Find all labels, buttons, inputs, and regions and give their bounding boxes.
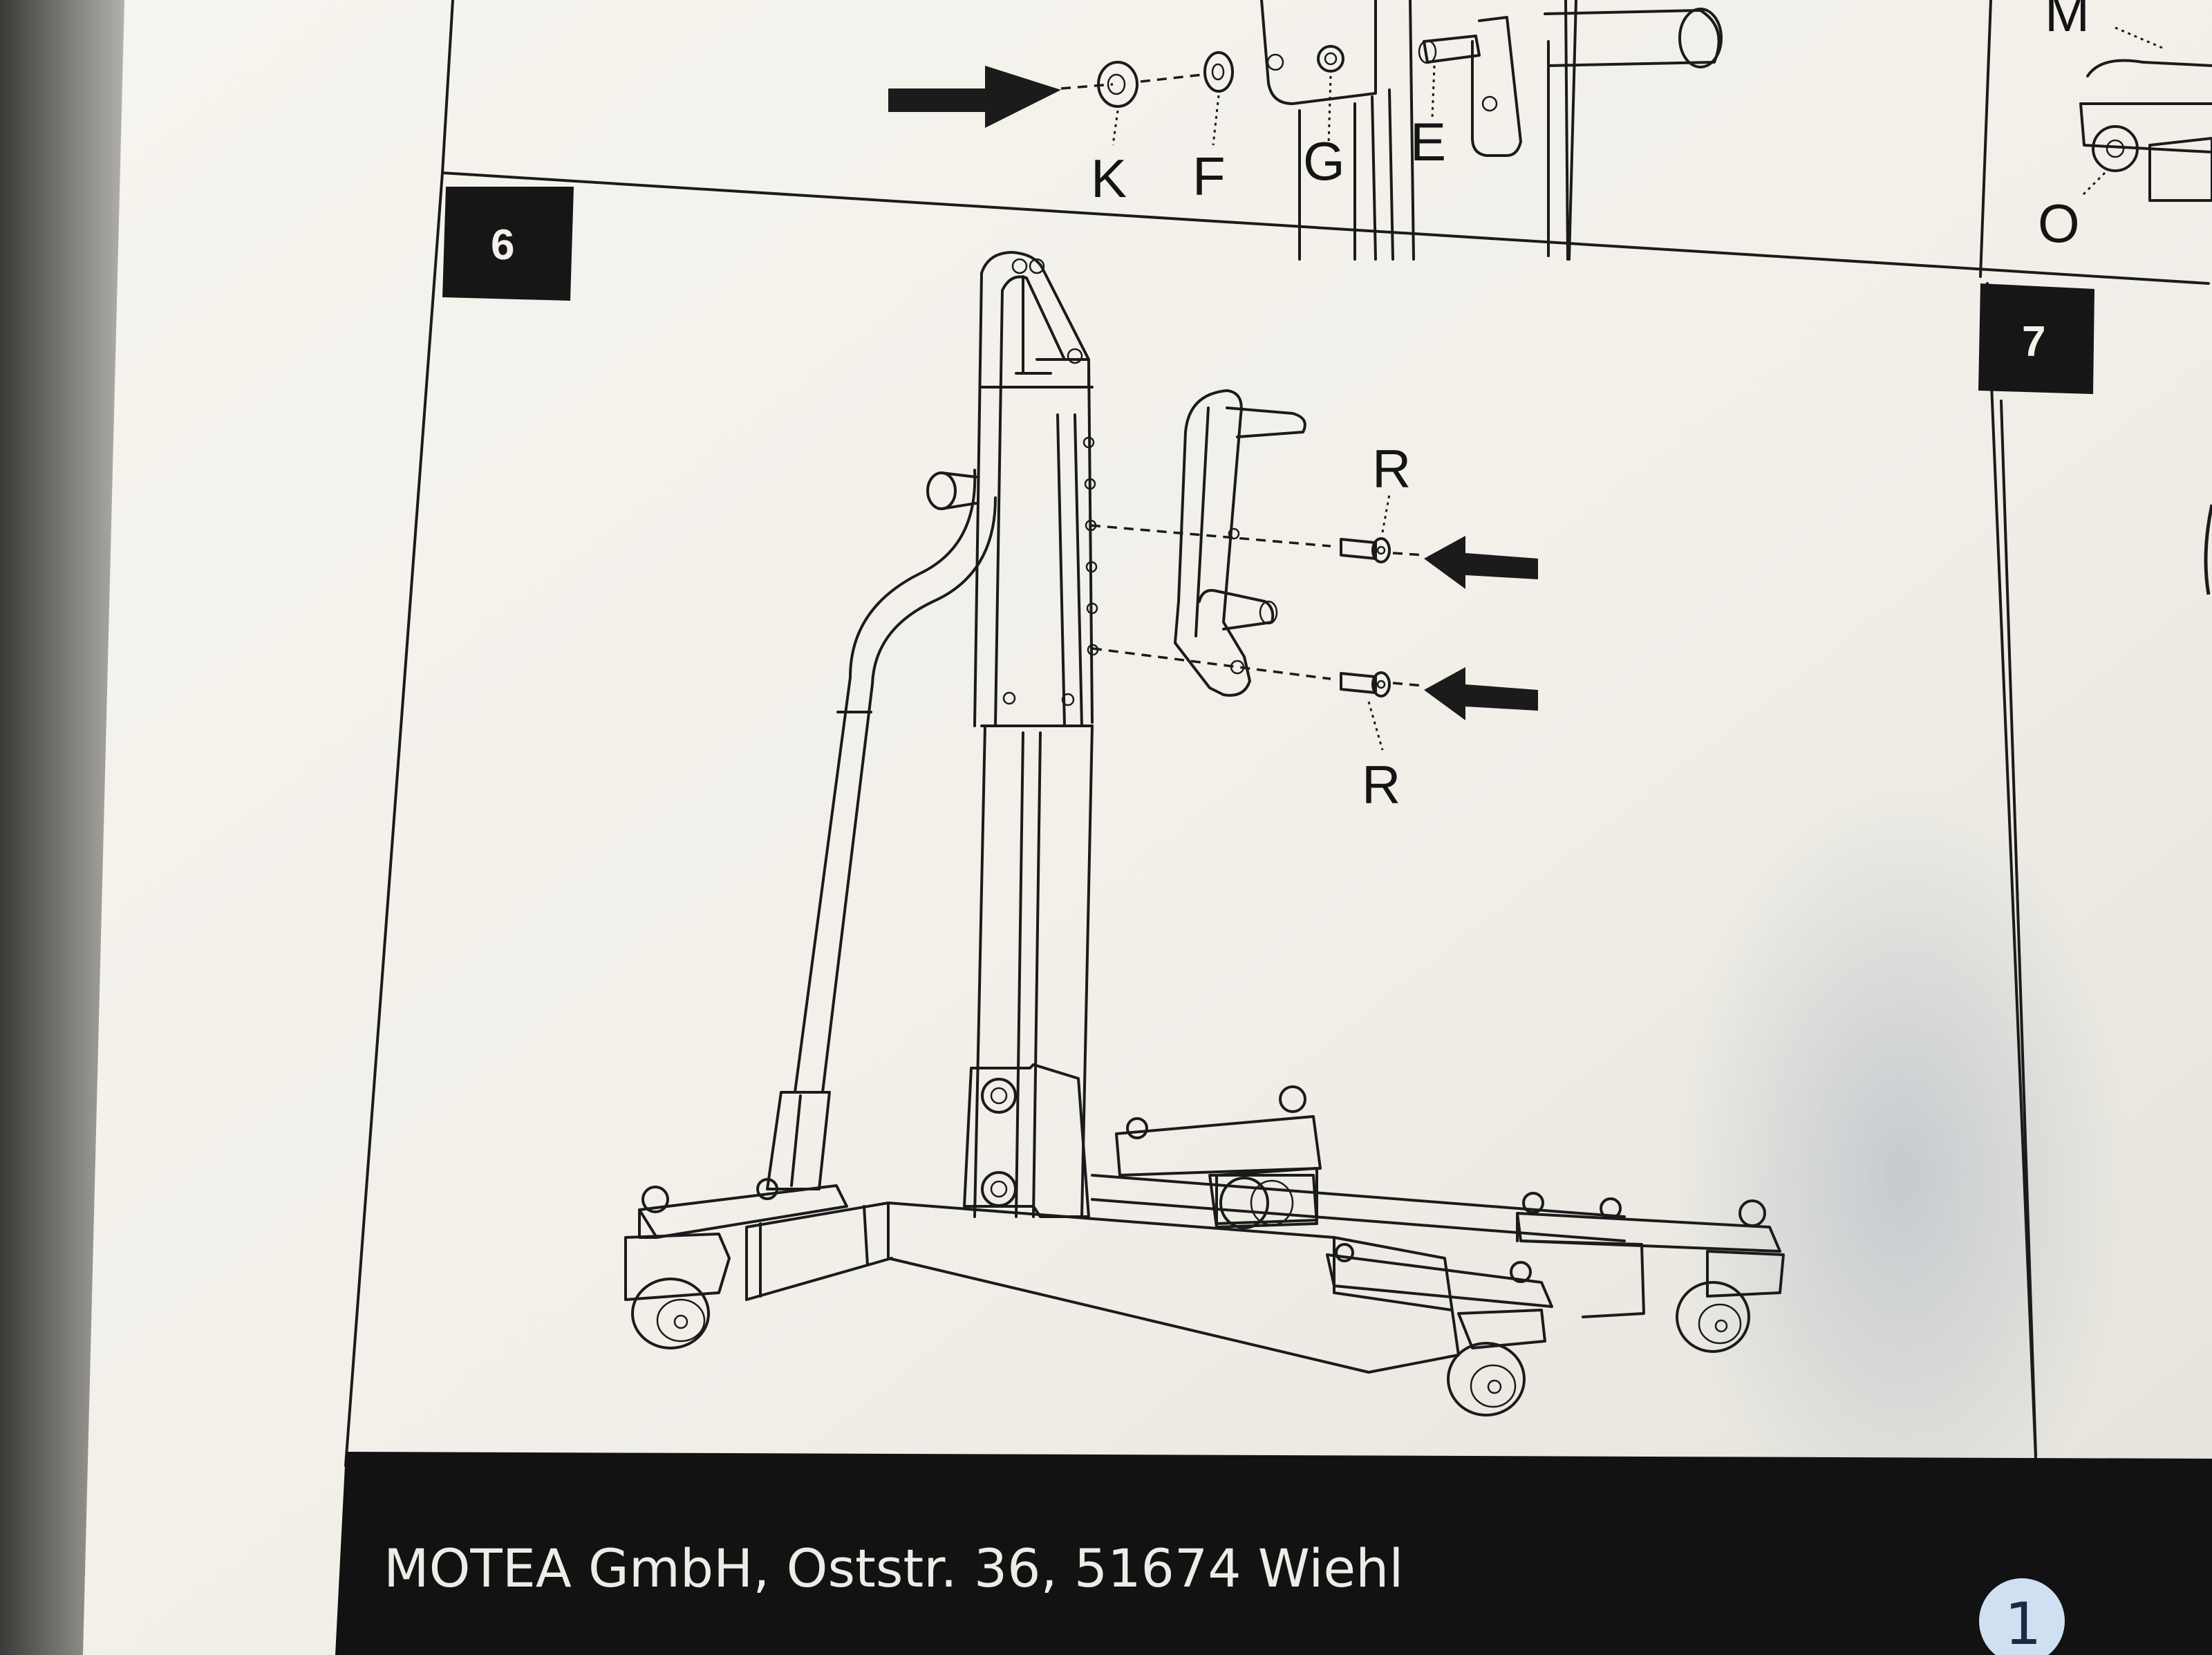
screw-part-r-lower [1340, 671, 1391, 698]
previous-step-diagram: K F G E [888, 0, 1723, 261]
label-part-f: F [1192, 146, 1226, 207]
label-screw-r-upper: R [1372, 438, 1411, 499]
company-address: MOTEA GmbH, Oststr. 36, 51674 Wiehl [384, 1537, 1403, 1599]
step-7-panel-edge [2000, 400, 2037, 1457]
bracket-part-g [1260, 0, 1415, 261]
caster-wheel-rear [1208, 1174, 1318, 1229]
label-part-k: K [1091, 148, 1127, 209]
adjustment-knob [926, 471, 977, 510]
arrow-left-icon [1424, 536, 1538, 589]
hoist-frame-diagram: R R [624, 251, 1785, 1416]
washer-part-f [1203, 51, 1234, 93]
arrow-right-icon [888, 66, 1061, 128]
footer-band: MOTEA GmbH, Oststr. 36, 51674 Wiehl 1 [335, 1452, 2212, 1655]
step-7-badge: 7 [1978, 283, 2094, 394]
arrow-left-icon [1424, 667, 1538, 720]
caster-wheel-right [1676, 1250, 1785, 1353]
page-number-badge: 1 [1979, 1578, 2065, 1655]
svg-text:7: 7 [2022, 318, 2045, 366]
svg-text:6: 6 [491, 221, 514, 269]
panel-borders [344, 0, 2210, 1467]
caster-wheel-left [624, 1233, 731, 1349]
bolt-part-e [1418, 16, 1522, 157]
label-screw-r-lower: R [1362, 754, 1400, 815]
step-7-partial-drawing [2204, 504, 2212, 595]
mast [973, 251, 1099, 1218]
screw-part-r-upper [1340, 537, 1391, 563]
nut-part-k [1097, 61, 1138, 108]
caster-wheel-front [1447, 1309, 1546, 1416]
attachment-bracket [1174, 389, 1306, 697]
label-part-e: E [1410, 111, 1446, 172]
mast-base-plate [963, 1063, 1090, 1218]
side-step-diagram: M O [2038, 0, 2212, 254]
label-part-g: G [1303, 131, 1345, 191]
svg-text:1: 1 [2005, 1590, 2041, 1655]
step-6-badge: 6 [442, 187, 574, 301]
hand-shadow [1673, 788, 2129, 1562]
label-part-m: M [2045, 0, 2090, 43]
label-part-o: O [2038, 193, 2080, 254]
